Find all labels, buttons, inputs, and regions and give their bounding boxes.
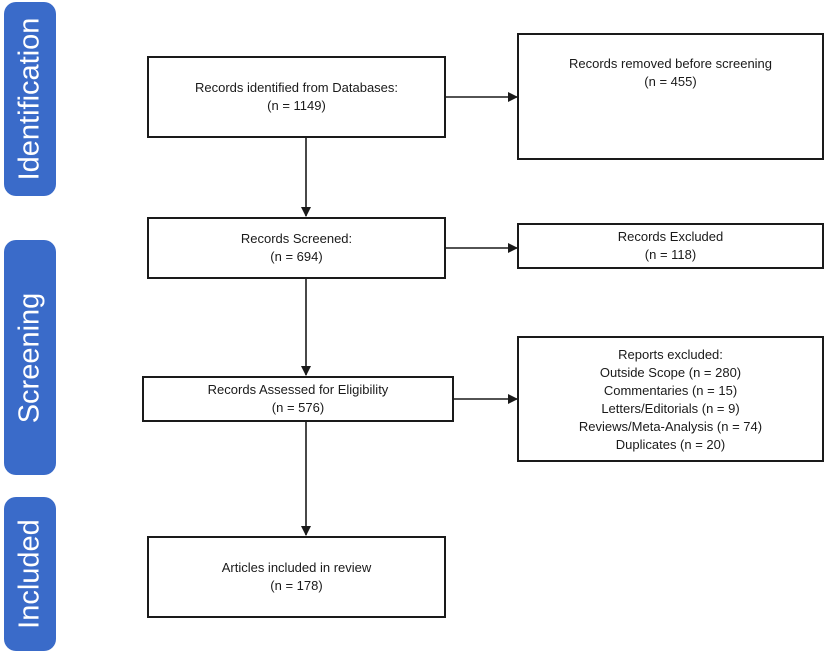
reports-excluded-item: Duplicates (n = 20) [615,437,726,452]
records-screened-label: Records Screened: [240,231,353,246]
stage-tab-screening: Screening [4,240,56,475]
records-excluded-label: Records Excluded [617,229,724,244]
reports-excluded-item: Reviews/Meta-Analysis (n = 74) [578,419,763,434]
articles-included-box: Articles included in review (n = 178) [147,536,446,618]
records-screened-count: (n = 694) [270,249,323,264]
records-identified-box: Records identified from Databases: (n = … [147,56,446,138]
reports-excluded-item: Commentaries (n = 15) [603,383,738,398]
articles-included-label: Articles included in review [221,560,372,575]
records-removed-box: Records removed before screening (n = 45… [517,33,824,160]
records-excluded-box: Records Excluded (n = 118) [517,223,824,269]
records-identified-count: (n = 1149) [267,98,326,113]
articles-included-count: (n = 178) [270,578,323,593]
stage-tab-included: Included [4,497,56,651]
records-assessed-count: (n = 576) [271,400,325,415]
reports-excluded-box: Reports excluded: Outside Scope (n = 280… [517,336,824,462]
records-assessed-box: Records Assessed for Eligibility (n = 57… [142,376,454,422]
records-screened-box: Records Screened: (n = 694) [147,217,446,279]
records-removed-label: Records removed before screening [568,56,773,71]
reports-excluded-heading: Reports excluded: [618,347,723,362]
records-removed-count: (n = 455) [644,74,697,89]
stage-tab-identification: Identification [4,2,56,196]
reports-excluded-item: Outside Scope (n = 280) [599,365,742,380]
records-assessed-label: Records Assessed for Eligibility [207,382,389,397]
reports-excluded-item: Letters/Editorials (n = 9) [601,401,740,416]
records-excluded-count: (n = 118) [644,247,697,262]
records-identified-label: Records identified from Databases: [194,80,399,95]
